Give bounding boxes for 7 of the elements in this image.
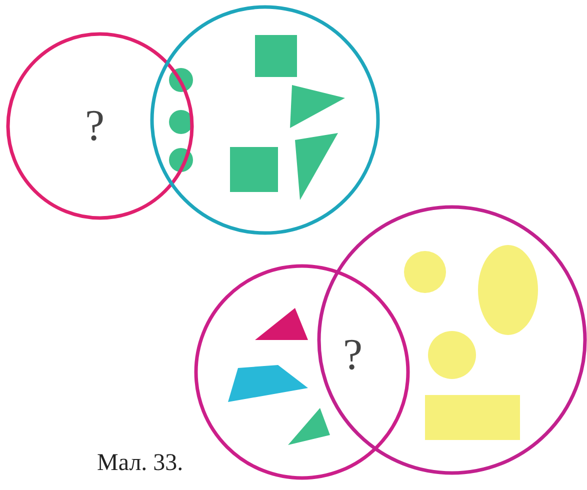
set-circle <box>6 32 194 220</box>
question-mark: ? <box>343 333 363 377</box>
question-mark: ? <box>85 104 105 148</box>
set-circle <box>150 5 380 235</box>
set-circle <box>194 264 410 480</box>
figure-caption: Мал. 33. <box>97 450 184 477</box>
set-circle <box>317 205 587 475</box>
